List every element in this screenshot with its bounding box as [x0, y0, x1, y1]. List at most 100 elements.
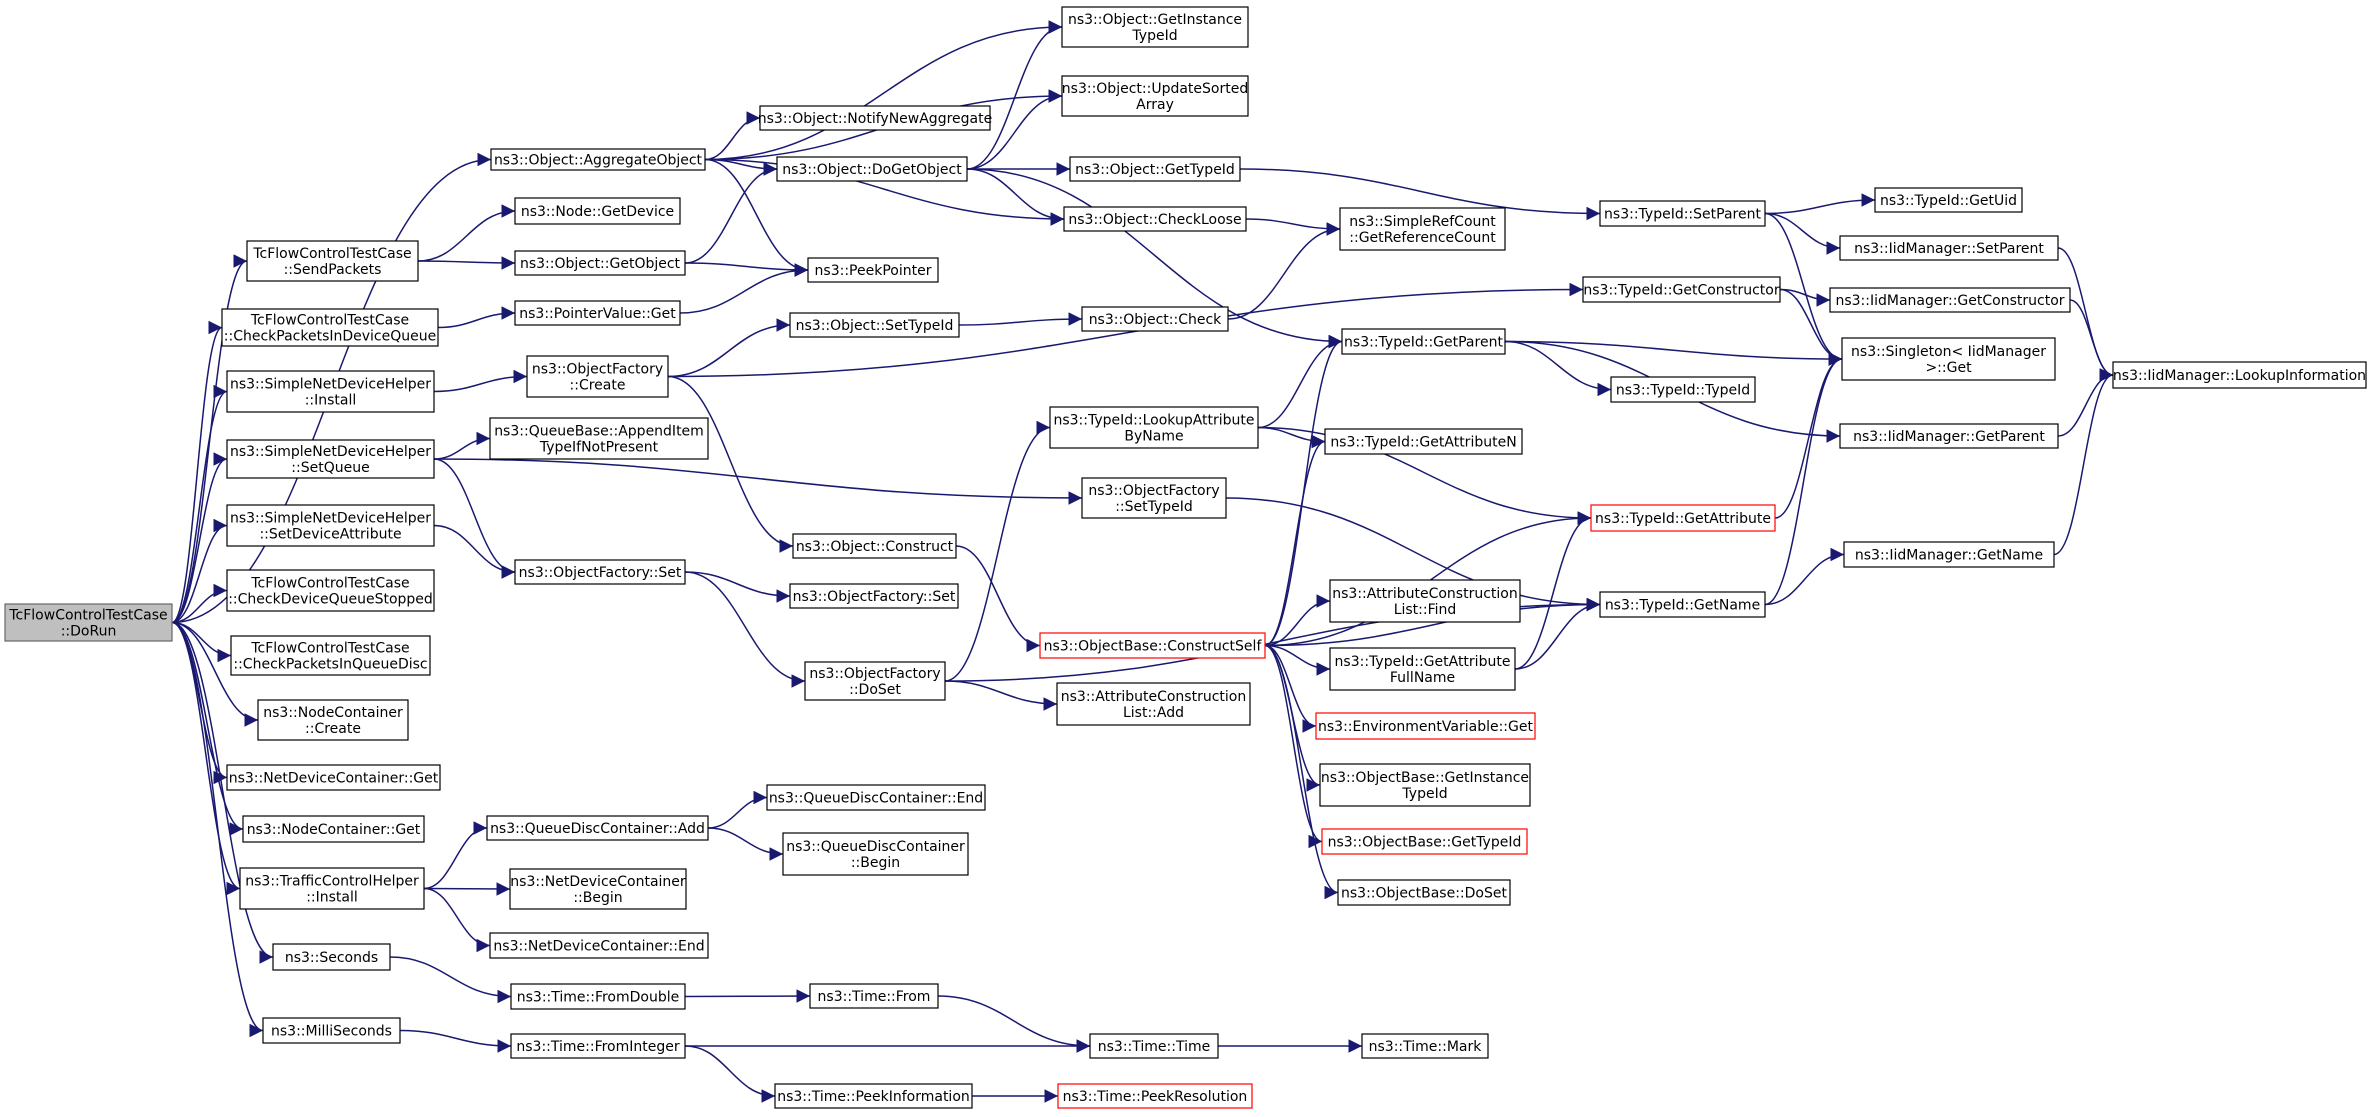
node-iidSetParent[interactable]: ns3::IidManager::SetParent: [1839, 235, 2059, 261]
node-timeTime[interactable]: ns3::Time::Time: [1089, 1033, 1219, 1059]
node-box: [1610, 376, 1756, 403]
node-tidGetConstructor[interactable]: ns3::TypeId::GetConstructor: [1582, 276, 1781, 303]
node-sendPackets[interactable]: TcFlowControlTestCase::SendPackets: [246, 240, 419, 282]
node-label-line: ns3::Time::From: [818, 989, 931, 1005]
node-label-line: ::Begin: [573, 890, 622, 906]
node-ndcBegin[interactable]: ns3::NetDeviceContainer::Begin: [509, 868, 687, 910]
node-sndhSetQueue[interactable]: ns3::SimpleNetDeviceHelper::SetQueue: [226, 439, 435, 479]
edge-sendPackets-to-objGetObject: [417, 256, 516, 270]
node-ofSet2[interactable]: ns3::ObjectFactory::Set: [789, 583, 959, 609]
node-timeFrom[interactable]: ns3::Time::From: [809, 983, 939, 1009]
node-label-line: ns3::Object::GetInstance: [1068, 12, 1242, 28]
node-obGetTypeId[interactable]: ns3::ObjectBase::GetTypeId: [1321, 828, 1528, 855]
node-aggregate[interactable]: ns3::Object::AggregateObject: [490, 148, 706, 171]
node-objNotifyNew[interactable]: ns3::Object::NotifyNewAggregate: [758, 105, 992, 131]
node-qdcBegin[interactable]: ns3::QueueDiscContainer::Begin: [782, 832, 969, 876]
node-srcGetRef[interactable]: ns3::SimpleRefCount::GetReferenceCount: [1339, 207, 1506, 251]
node-checkDevQ[interactable]: TcFlowControlTestCase::CheckPacketsInDev…: [221, 308, 439, 347]
node-iidGetParent[interactable]: ns3::IidManager::GetParent: [1839, 423, 2059, 449]
node-label-line: ns3::Object::GetObject: [520, 256, 681, 272]
node-obConstructSelf[interactable]: ns3::ObjectBase::ConstructSelf: [1039, 632, 1266, 659]
node-box: [2112, 361, 2367, 389]
node-iidGetName[interactable]: ns3::IidManager::GetName: [1843, 541, 2055, 568]
node-objCheckLoose[interactable]: ns3::Object::CheckLoose: [1063, 206, 1247, 232]
node-box: [1315, 712, 1536, 740]
node-box: [809, 983, 939, 1009]
edge-objDoGet-to-objGetInstTid: [966, 20, 1063, 170]
edge-ofCreate-to-objConstruct: [667, 375, 794, 553]
node-ncCreate[interactable]: ns3::NodeContainer::Create: [257, 699, 409, 741]
node-box: [1063, 206, 1247, 232]
node-ofSet[interactable]: ns3::ObjectFactory::Set: [514, 559, 686, 585]
node-envVarGet[interactable]: ns3::EnvironmentVariable::Get: [1315, 712, 1536, 740]
node-label-line: ns3::TypeId::GetAttribute: [1595, 511, 1771, 527]
node-timePeekRes[interactable]: ns3::Time::PeekResolution: [1057, 1083, 1253, 1109]
node-box: [4, 603, 173, 642]
node-timeFromDouble[interactable]: ns3::Time::FromDouble: [510, 983, 686, 1010]
node-qdcEnd[interactable]: ns3::QueueDiscContainer::End: [766, 784, 986, 811]
node-checkStopped[interactable]: TcFlowControlTestCase::CheckDeviceQueueS…: [226, 569, 435, 612]
node-box: [1341, 328, 1506, 355]
node-objCheck[interactable]: ns3::Object::Check: [1081, 306, 1229, 332]
node-objConstruct[interactable]: ns3::Object::Construct: [792, 533, 957, 559]
node-pvGet[interactable]: ns3::PointerValue::Get: [514, 300, 681, 326]
node-tidTypeId[interactable]: ns3::TypeId::TypeId: [1610, 376, 1756, 403]
node-seconds[interactable]: ns3::Seconds: [272, 943, 391, 971]
node-objSetTypeId[interactable]: ns3::Object::SetTypeId: [789, 312, 960, 338]
edge-obConstructSelf-to-obDoSet: [1264, 644, 1339, 900]
node-ndcGet[interactable]: ns3::NetDeviceContainer::Get: [226, 764, 441, 791]
node-tidGetAttribute[interactable]: ns3::TypeId::GetAttribute: [1590, 504, 1776, 532]
node-sndhInstall[interactable]: ns3::SimpleNetDeviceHelper::Install: [226, 370, 435, 413]
node-label-line: ns3::Time::Time: [1098, 1039, 1210, 1055]
node-ncGet[interactable]: ns3::NodeContainer::Get: [242, 815, 425, 843]
node-label-line: ns3::ObjectBase::GetInstance: [1321, 770, 1529, 786]
node-iidLookupInfo[interactable]: ns3::IidManager::LookupInformation: [2112, 361, 2367, 389]
node-peekPointer[interactable]: ns3::PeekPointer: [807, 257, 939, 283]
node-ofCreate[interactable]: ns3::ObjectFactory::Create: [526, 355, 669, 398]
node-objDoGet[interactable]: ns3::Object::DoGetObject: [776, 156, 968, 182]
node-tidSetParent[interactable]: ns3::TypeId::SetParent: [1599, 200, 1766, 227]
node-sndhSetDevAttr[interactable]: ns3::SimpleNetDeviceHelper::SetDeviceAtt…: [226, 504, 435, 547]
edge-tchInstall-to-ndcBegin: [423, 882, 511, 896]
node-singletonGet[interactable]: ns3::Singleton< IidManager>::Get: [1841, 337, 2056, 381]
node-tidGetUid[interactable]: ns3::TypeId::GetUid: [1874, 187, 2023, 213]
node-label-line: TcFlowControlTestCase: [252, 246, 411, 262]
edge-objDoGet-to-objUpdateSorted: [966, 89, 1063, 170]
node-timeFromInteger[interactable]: ns3::Time::FromInteger: [510, 1033, 686, 1059]
node-tchInstall[interactable]: ns3::TrafficControlHelper::Install: [239, 867, 425, 910]
node-objGetObject[interactable]: ns3::Object::GetObject: [514, 250, 686, 276]
node-tidGetParent[interactable]: ns3::TypeId::GetParent: [1341, 328, 1506, 355]
node-label-line: ::GetReferenceCount: [1349, 230, 1496, 246]
node-obDoSet[interactable]: ns3::ObjectBase::DoSet: [1337, 879, 1511, 906]
node-qdcAdd[interactable]: ns3::QueueDiscContainer::Add: [486, 815, 709, 841]
node-milliSeconds[interactable]: ns3::MilliSeconds: [262, 1017, 401, 1044]
node-label-line: ns3::ObjectFactory: [532, 362, 663, 378]
node-doRun[interactable]: TcFlowControlTestCase::DoRun: [4, 603, 173, 642]
node-qbAppend[interactable]: ns3::QueueBase::AppendItemTypeIfNotPrese…: [489, 417, 709, 460]
node-tidGetAttrN[interactable]: ns3::TypeId::GetAttributeN: [1324, 428, 1523, 455]
node-objGetTypeId[interactable]: ns3::Object::GetTypeId: [1069, 156, 1241, 182]
node-ofDoSet[interactable]: ns3::ObjectFactory::DoSet: [804, 661, 946, 701]
node-label-line: ::SetQueue: [291, 460, 369, 476]
node-ndcEnd[interactable]: ns3::NetDeviceContainer::End: [489, 932, 709, 959]
node-iidGetConstructor[interactable]: ns3::IidManager::GetConstructor: [1829, 287, 2071, 313]
node-timeMark[interactable]: ns3::Time::Mark: [1361, 1033, 1489, 1059]
node-label-line: List::Add: [1123, 705, 1184, 721]
node-label-line: ::SetDeviceAttribute: [259, 527, 401, 543]
node-nodeGetDevice[interactable]: ns3::Node::GetDevice: [514, 197, 681, 225]
node-box: [489, 932, 709, 959]
node-checkQDisc[interactable]: TcFlowControlTestCase::CheckPacketsInQue…: [230, 635, 431, 676]
node-label-line: TypeIfNotPresent: [539, 440, 659, 456]
node-timePeekInfo[interactable]: ns3::Time::PeekInformation: [774, 1083, 973, 1109]
node-label-line: ns3::IidManager::GetConstructor: [1835, 293, 2064, 309]
node-label-line: ns3::IidManager::SetParent: [1854, 241, 2044, 257]
node-tidGetName[interactable]: ns3::TypeId::GetName: [1599, 591, 1766, 618]
node-ofSetTypeId[interactable]: ns3::ObjectFactory::SetTypeId: [1081, 477, 1227, 519]
